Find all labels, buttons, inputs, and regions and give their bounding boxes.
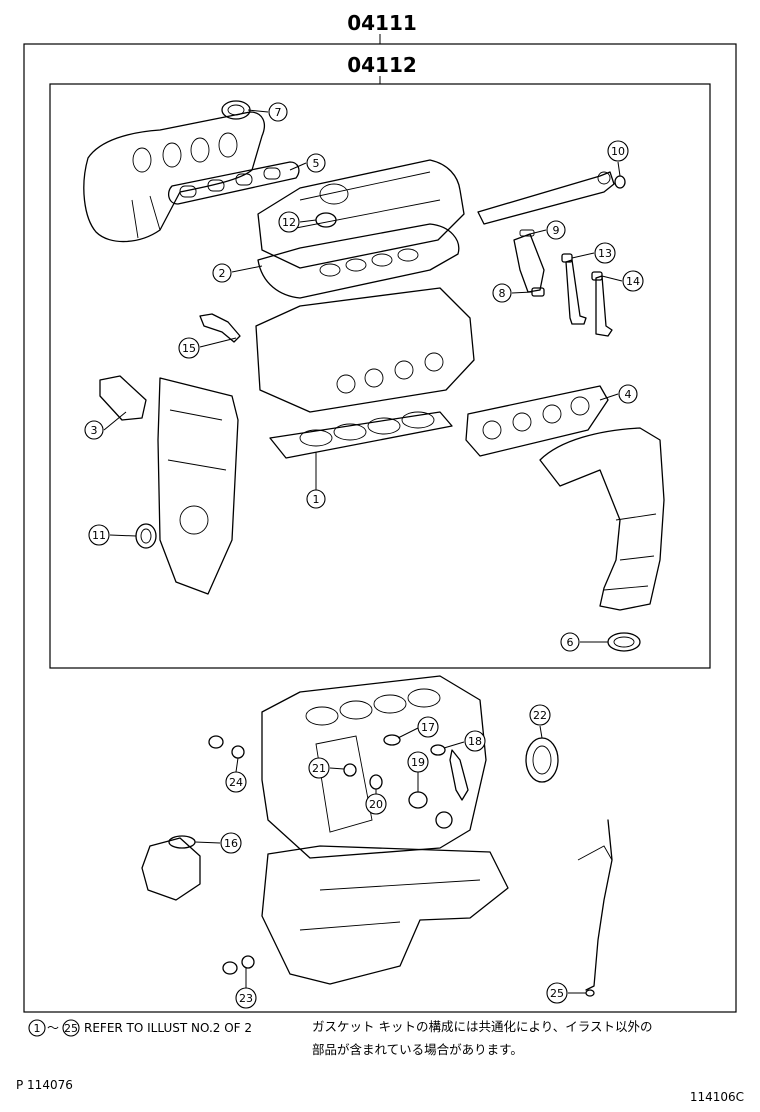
callout-19: 19 bbox=[407, 751, 429, 773]
callout-12: 12 bbox=[278, 211, 300, 233]
footer-note-jp-line2: 部品が含まれている場合があります。 bbox=[312, 1042, 523, 1057]
callout-5: 5 bbox=[306, 153, 326, 173]
oil-pan-drawing bbox=[261, 845, 509, 985]
svg-text:10: 10 bbox=[611, 145, 625, 158]
svg-text:25: 25 bbox=[64, 1022, 78, 1035]
svg-text:18: 18 bbox=[468, 735, 482, 748]
outer-kit-frame bbox=[23, 43, 737, 1013]
svg-text:14: 14 bbox=[626, 275, 640, 288]
svg-text:20: 20 bbox=[369, 798, 383, 811]
svg-text:1: 1 bbox=[313, 493, 320, 506]
callout-25: 25 bbox=[546, 982, 568, 1004]
callout-13: 13 bbox=[594, 242, 616, 264]
callout-6: 6 bbox=[560, 632, 580, 652]
callout-leaders bbox=[103, 109, 623, 994]
svg-text:21: 21 bbox=[312, 762, 326, 775]
timing-cover-drawing bbox=[157, 377, 239, 595]
svg-text:7: 7 bbox=[275, 106, 282, 119]
cylinder-head-cover-drawing bbox=[257, 159, 465, 269]
svg-text:2: 2 bbox=[219, 267, 226, 280]
callout-4: 4 bbox=[618, 384, 638, 404]
svg-text:1: 1 bbox=[34, 1022, 41, 1035]
svg-text:23: 23 bbox=[239, 992, 253, 1005]
callout-22: 22 bbox=[529, 704, 551, 726]
svg-text:8: 8 bbox=[499, 287, 506, 300]
svg-text:24: 24 bbox=[229, 776, 243, 789]
callout-10: 10 bbox=[607, 140, 629, 162]
svg-text:17: 17 bbox=[421, 721, 435, 734]
cylinder-head-drawing bbox=[255, 287, 475, 413]
svg-text:～: ～ bbox=[47, 1021, 59, 1035]
callout-15: 15 bbox=[178, 337, 200, 359]
callout-21: 21 bbox=[308, 757, 330, 779]
svg-text:19: 19 bbox=[411, 756, 425, 769]
exhaust-gasket-drawing bbox=[465, 385, 609, 457]
intake-manifold-drawing bbox=[83, 111, 265, 243]
callout-1: 1 bbox=[306, 489, 326, 509]
svg-text:25: 25 bbox=[550, 987, 564, 1000]
inner-kit-frame bbox=[49, 83, 711, 669]
page-reference: P 114076 bbox=[16, 1078, 73, 1092]
footer-note-jp-line1: ガスケット キットの構成には共通化により、イラスト以外の bbox=[312, 1019, 652, 1034]
inner-kit-code: 04112 bbox=[347, 53, 417, 77]
footer-range: 1 ～ 25 bbox=[28, 1019, 80, 1037]
outer-kit-code: 04111 bbox=[347, 11, 417, 35]
illustration-id: 114106C bbox=[690, 1090, 744, 1104]
svg-text:12: 12 bbox=[282, 216, 296, 229]
exhaust-manifold-drawing bbox=[539, 427, 665, 611]
engine-block-drawing bbox=[261, 675, 487, 859]
svg-text:13: 13 bbox=[598, 247, 612, 260]
callout-8: 8 bbox=[492, 283, 512, 303]
callout-20: 20 bbox=[365, 793, 387, 815]
svg-text:4: 4 bbox=[625, 388, 632, 401]
callout-18: 18 bbox=[464, 730, 486, 752]
callout-14: 14 bbox=[622, 270, 644, 292]
callout-7: 7 bbox=[268, 102, 288, 122]
callout-9: 9 bbox=[546, 220, 566, 240]
callout-16: 16 bbox=[220, 832, 242, 854]
valves-drawing bbox=[561, 253, 613, 337]
callout-24: 24 bbox=[225, 771, 247, 793]
delivery-pipe-drawing bbox=[477, 171, 615, 225]
footer-note-en: REFER TO ILLUST NO.2 OF 2 bbox=[84, 1021, 252, 1035]
svg-text:5: 5 bbox=[313, 157, 320, 170]
svg-text:3: 3 bbox=[91, 424, 98, 437]
cover-gasket-drawing bbox=[257, 223, 460, 299]
svg-text:15: 15 bbox=[182, 342, 196, 355]
svg-text:11: 11 bbox=[92, 529, 106, 542]
head-gasket-drawing bbox=[269, 411, 453, 459]
intake-gasket-drawing bbox=[167, 161, 300, 205]
callout-23: 23 bbox=[235, 987, 257, 1009]
callout-2: 2 bbox=[212, 263, 232, 283]
callout-17: 17 bbox=[417, 716, 439, 738]
svg-text:16: 16 bbox=[224, 837, 238, 850]
svg-text:6: 6 bbox=[567, 636, 574, 649]
callout-3: 3 bbox=[84, 420, 104, 440]
svg-text:9: 9 bbox=[553, 224, 560, 237]
callout-11: 11 bbox=[88, 524, 110, 546]
svg-text:22: 22 bbox=[533, 709, 547, 722]
